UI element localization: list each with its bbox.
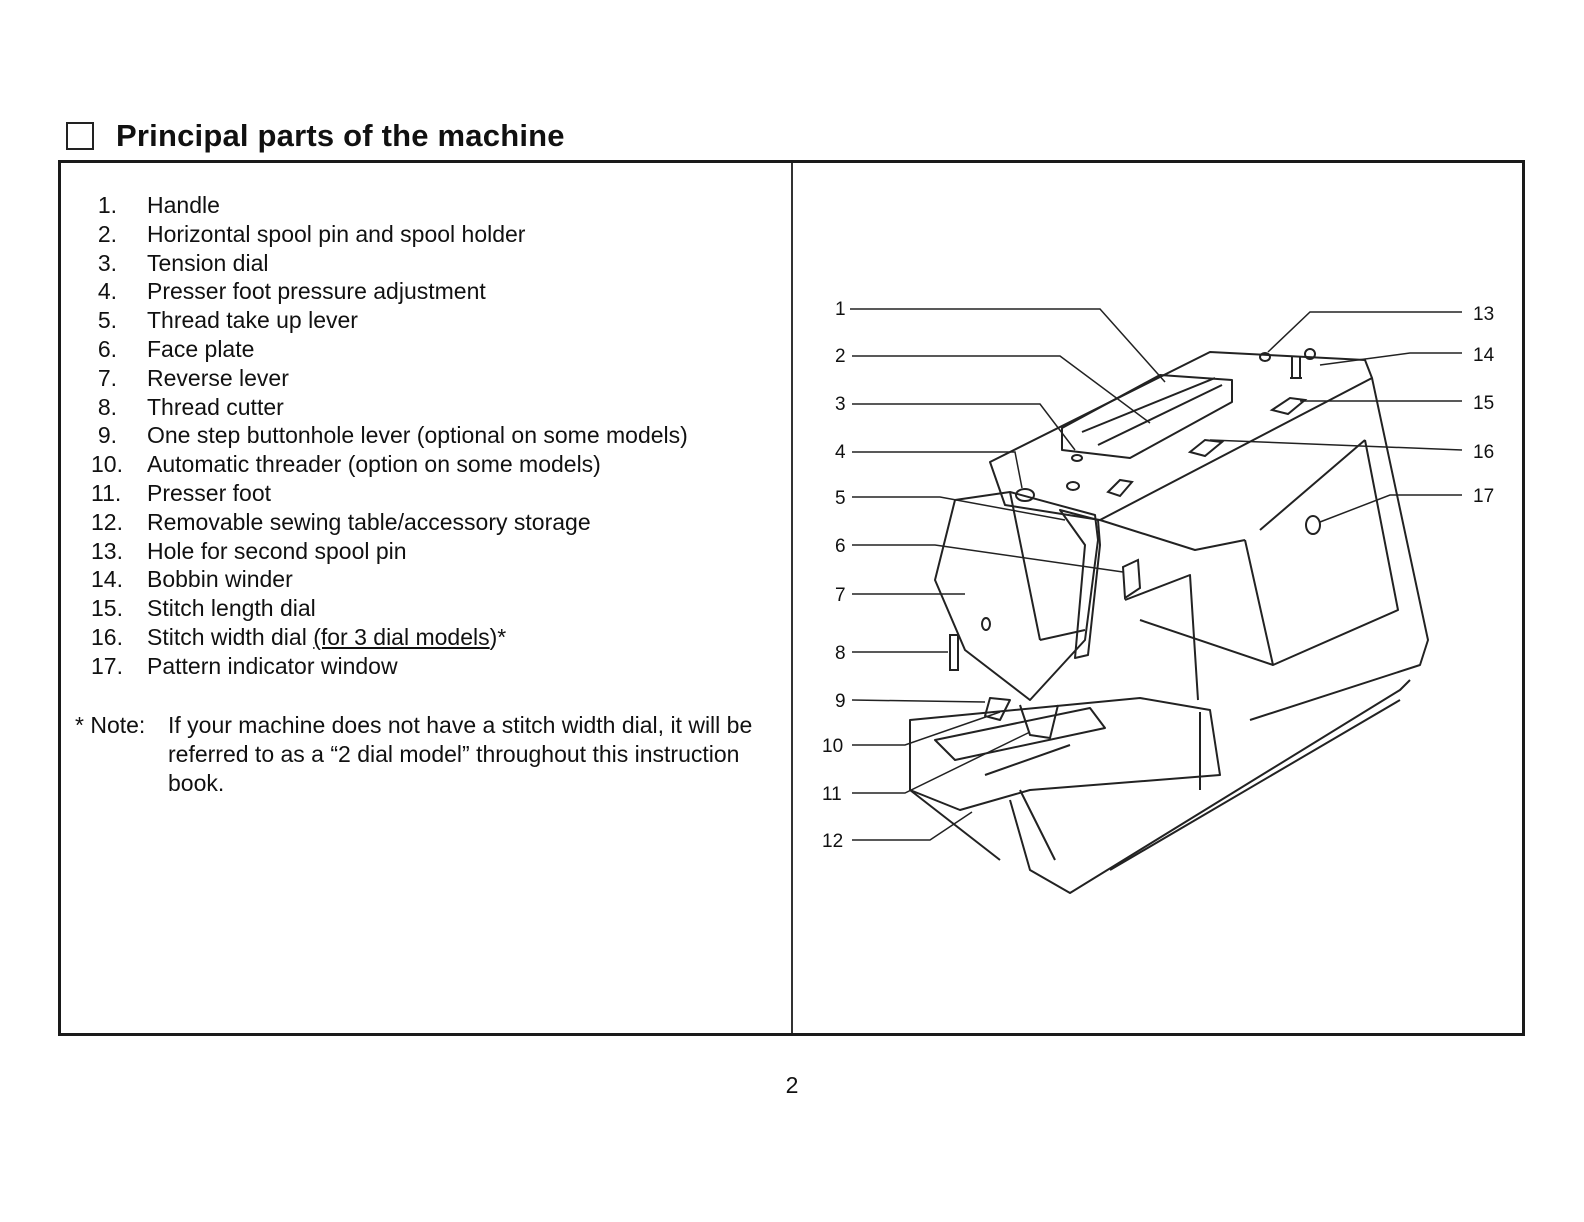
- list-item: 4. Presser foot pressure adjustment: [91, 277, 688, 306]
- list-item: 5. Thread take up lever: [91, 306, 688, 335]
- item-label: Reverse lever: [147, 364, 289, 391]
- callout-12: 12: [822, 831, 843, 852]
- item-label: Hole for second spool pin: [147, 537, 407, 564]
- right-callouts: 13 14 15 16 17: [1473, 304, 1495, 507]
- callout-16: 16: [1473, 442, 1494, 463]
- list-item: 9. One step buttonhole lever (optional on…: [91, 421, 688, 450]
- list-item: 14. Bobbin winder: [91, 565, 688, 594]
- list-item: 6. Face plate: [91, 335, 688, 364]
- item-number: 8.: [97, 393, 117, 420]
- list-item: 13. Hole for second spool pin: [91, 537, 688, 566]
- title-row: Principal parts of the machine: [66, 118, 565, 154]
- item-label: Removable sewing table/accessory storage: [147, 508, 591, 535]
- item-number: 4.: [97, 278, 117, 305]
- stitch-length-dial-icon: [1269, 396, 1308, 416]
- item-label: Thread take up lever: [147, 307, 358, 334]
- item-label: Face plate: [147, 335, 255, 362]
- item-label: Thread cutter: [147, 393, 284, 420]
- list-item: 11. Presser foot: [91, 479, 688, 508]
- knob-icon: [1071, 454, 1083, 462]
- callout-17: 17: [1473, 486, 1494, 507]
- list-item: 3. Tension dial: [91, 249, 688, 278]
- callout-15: 15: [1473, 393, 1494, 414]
- thread-cutter-icon: [949, 634, 959, 671]
- item-label: Stitch length dial: [147, 595, 316, 622]
- stitch-width-dial-icon: [1187, 438, 1225, 458]
- item-label: Horizontal spool pin and spool holder: [147, 220, 526, 247]
- item-label: Presser foot: [147, 479, 271, 506]
- list-item: 17. Pattern indicator window: [91, 652, 688, 681]
- checkbox-icon: [66, 122, 94, 150]
- left-callouts: 1 2 3 4 5 6 7 8 9 10 11 12: [822, 299, 846, 852]
- item-number: 9.: [97, 422, 117, 449]
- list-item: 12. Removable sewing table/accessory stor…: [91, 508, 688, 537]
- sewing-machine-diagram: 1 2 3 4 5 6 7 8 9 10 11 12 13 14 15 16 1…: [822, 299, 1495, 894]
- callout-13: 13: [1473, 304, 1494, 325]
- item-label: One step buttonhole lever (optional on s…: [147, 422, 688, 449]
- face-plate-screw-icon: [981, 617, 991, 631]
- reverse-lever-icon: [1121, 558, 1142, 600]
- item-label: Presser foot pressure adjustment: [147, 278, 486, 305]
- item-number: 3.: [97, 249, 117, 276]
- page-number: 2: [785, 1072, 799, 1098]
- tension-dial-icon: [1015, 488, 1035, 502]
- second-spool-hole-icon: [1259, 352, 1271, 362]
- callout-10: 10: [822, 736, 843, 757]
- callout-4: 4: [835, 442, 846, 463]
- item-label: Handle: [147, 192, 220, 218]
- item-label: Pattern indicator window: [147, 652, 398, 679]
- callout-2: 2: [835, 346, 846, 367]
- item-label: Stitch width dial: [147, 623, 314, 650]
- note-text: If your machine does not have a stitch w…: [168, 712, 753, 796]
- item-number: 11.: [91, 479, 122, 506]
- parts-list: 1. Handle 2. Horizontal spool pin and spoo…: [91, 191, 688, 681]
- callout-3: 3: [835, 394, 846, 415]
- column-divider: [791, 163, 793, 1033]
- item-number: 15.: [91, 595, 123, 622]
- callout-8: 8: [835, 643, 846, 664]
- list-item: 2. Horizontal spool pin and spool holder: [91, 220, 688, 249]
- item-number: 5.: [97, 307, 117, 334]
- item-number: 17.: [91, 652, 123, 679]
- page-title: Principal parts of the machine: [116, 118, 565, 153]
- item-number: 12.: [91, 508, 123, 535]
- item-number: 6.: [97, 335, 117, 362]
- dial-slot-icon: [1106, 478, 1134, 498]
- pressure-knob-icon: [1066, 481, 1080, 491]
- item-number: 13.: [91, 537, 123, 564]
- item-label: Automatic threader (option on some model…: [147, 451, 601, 478]
- pattern-window-icon: [1305, 515, 1321, 535]
- content-frame: 1. Handle 2. Horizontal spool pin and spoo…: [58, 160, 1525, 1036]
- list-item: 16. Stitch width dial (for 3 dial models)…: [91, 623, 688, 652]
- item-number: 16.: [91, 623, 123, 650]
- item-label: Tension dial: [147, 249, 269, 276]
- list-item: 10. Automatic threader (option on some mo…: [91, 450, 688, 479]
- dials: [949, 348, 1321, 671]
- item-label-suffix: )*: [489, 623, 507, 650]
- callout-5: 5: [835, 488, 846, 509]
- callout-14: 14: [1473, 345, 1495, 366]
- list-item: 1. Handle: [91, 191, 688, 220]
- item-number: 7.: [97, 364, 117, 391]
- bobbin-winder-icon: [1290, 357, 1302, 379]
- item-number: 2.: [97, 220, 117, 247]
- item-number: 10.: [91, 451, 123, 478]
- callout-1: 1: [835, 299, 846, 320]
- list-item: 15. Stitch length dial: [91, 594, 688, 623]
- bobbin-winder-knob-icon: [1304, 348, 1316, 360]
- callout-7: 7: [835, 585, 846, 606]
- callout-9: 9: [835, 691, 846, 712]
- item-number: 1.: [97, 192, 117, 218]
- item-number: 14.: [91, 566, 123, 593]
- item-label-underlined: (for 3 dial models: [313, 623, 490, 650]
- note-label: * Note:: [75, 712, 146, 738]
- machine-drawing: [909, 351, 1429, 894]
- list-item: 8. Thread cutter: [91, 393, 688, 422]
- leader-lines: [850, 308, 1463, 841]
- list-item: 7. Reverse lever: [91, 364, 688, 393]
- item-label: Bobbin winder: [147, 566, 293, 593]
- callout-6: 6: [835, 536, 846, 557]
- callout-11: 11: [822, 784, 842, 805]
